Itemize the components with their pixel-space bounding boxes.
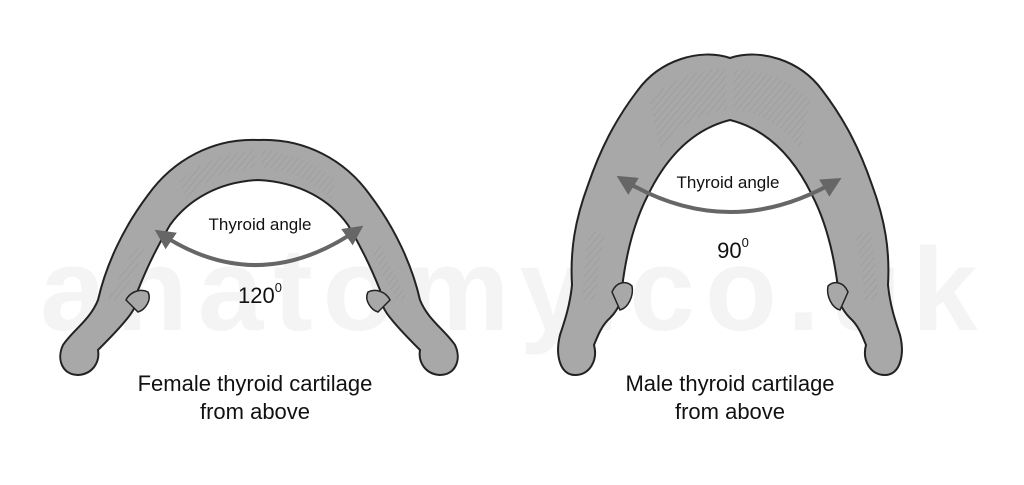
female-angle-arrow (154, 225, 364, 267)
female-angle-label: Thyroid angle (208, 215, 312, 234)
degree-superscript: 0 (741, 235, 749, 250)
male-angle-label: Thyroid angle (676, 173, 780, 192)
male-angle-value: 900 (717, 235, 749, 263)
female-caption: Female thyroid cartilage from above (137, 371, 373, 424)
female-angle-value: 1200 (238, 280, 282, 308)
male-thyroid-cartilage (557, 53, 903, 377)
female-thyroid-cartilage (59, 138, 459, 377)
male-angle-arrow (616, 175, 842, 214)
degree-superscript: 0 (274, 280, 282, 295)
male-caption: Male thyroid cartilage from above (625, 371, 835, 424)
